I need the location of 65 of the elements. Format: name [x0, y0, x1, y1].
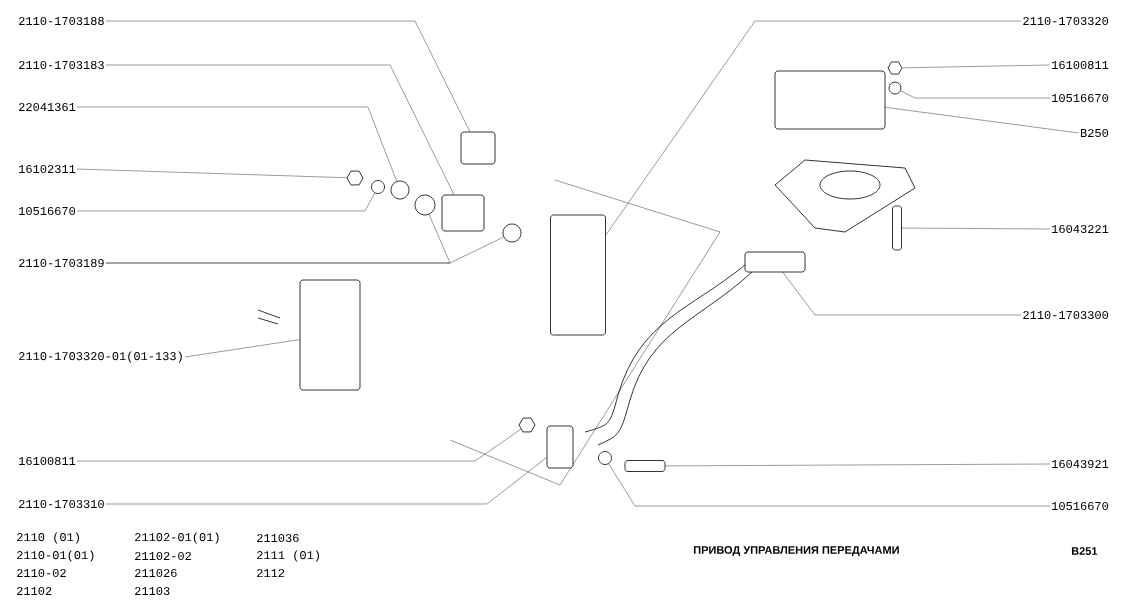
bolt: [892, 205, 902, 251]
washer: [390, 180, 410, 200]
part-number: 2110-1703189: [19, 258, 104, 268]
model-label: 2110 (01): [17, 532, 79, 544]
washer: [888, 81, 902, 95]
part-number: 2110-1703310: [19, 499, 104, 509]
model-label: 21102-02: [135, 551, 191, 561]
model-label: 2110-02: [17, 568, 66, 578]
part-number: 10516670: [19, 206, 76, 216]
part-number: 16043921: [1052, 459, 1109, 469]
leader-line: [665, 463, 1051, 467]
part-number: 22041361: [19, 102, 76, 112]
model-label: 21102: [17, 586, 52, 596]
model-label: 21103: [135, 586, 170, 596]
model-label: 21102-01(01): [135, 532, 219, 544]
spring-washer: [598, 451, 612, 465]
leader-line: [885, 107, 1079, 134]
model-label: 211026: [135, 568, 177, 578]
title: ПРИВОД УПРАВЛЕНИЯ ПЕРЕДАЧАМИ: [693, 546, 899, 556]
part-number: 2110-1703300: [1023, 310, 1109, 320]
part-number: 2110-1703320-01(01-133): [19, 351, 182, 363]
spring-washer: [371, 180, 385, 194]
bracket: [299, 279, 361, 391]
part-number: 16102311: [19, 164, 76, 174]
leader-line: [105, 20, 471, 132]
part-number: 2110-1703188: [19, 16, 104, 26]
bushing: [502, 223, 522, 243]
leader-line: [105, 457, 547, 505]
page-number: B251: [1071, 547, 1098, 555]
part-number: 16043221: [1052, 224, 1109, 234]
bracket: [550, 214, 606, 336]
leader-line: [76, 429, 522, 462]
clamp: [546, 425, 574, 469]
leader-line: [782, 272, 1022, 316]
bolt: [624, 460, 666, 472]
model-label: 2111 (01): [257, 550, 319, 562]
part-number: 16100811: [1052, 60, 1109, 70]
model-label: 2112: [257, 569, 285, 577]
part-number: B250: [1080, 128, 1109, 138]
leader-line: [105, 236, 504, 264]
leader-line: [902, 64, 1051, 69]
bracket: [441, 194, 485, 232]
leader-line: [105, 64, 455, 195]
nut: [887, 61, 903, 75]
leader-line: [605, 20, 1022, 236]
leader-line: [76, 168, 347, 178]
part-number: 16100811: [19, 456, 76, 466]
leader-line: [76, 106, 397, 182]
nut: [346, 170, 364, 186]
housing: [774, 70, 886, 130]
leader-line: [900, 90, 1051, 99]
leader-line: [901, 227, 1051, 230]
leader-line: [76, 192, 375, 212]
tube: [744, 251, 806, 273]
part-number: 10516670: [1052, 93, 1109, 103]
bushing: [414, 194, 436, 216]
nut: [518, 417, 536, 433]
block: [460, 131, 496, 165]
leader-line: [184, 339, 300, 358]
model-label: 2110-01(01): [17, 550, 94, 562]
part-number: 10516670: [1052, 501, 1109, 511]
part-number: 2110-1703320: [1023, 16, 1109, 26]
model-label: 211036: [257, 533, 299, 543]
part-number: 2110-1703183: [19, 60, 104, 70]
leader-line: [608, 463, 1051, 507]
